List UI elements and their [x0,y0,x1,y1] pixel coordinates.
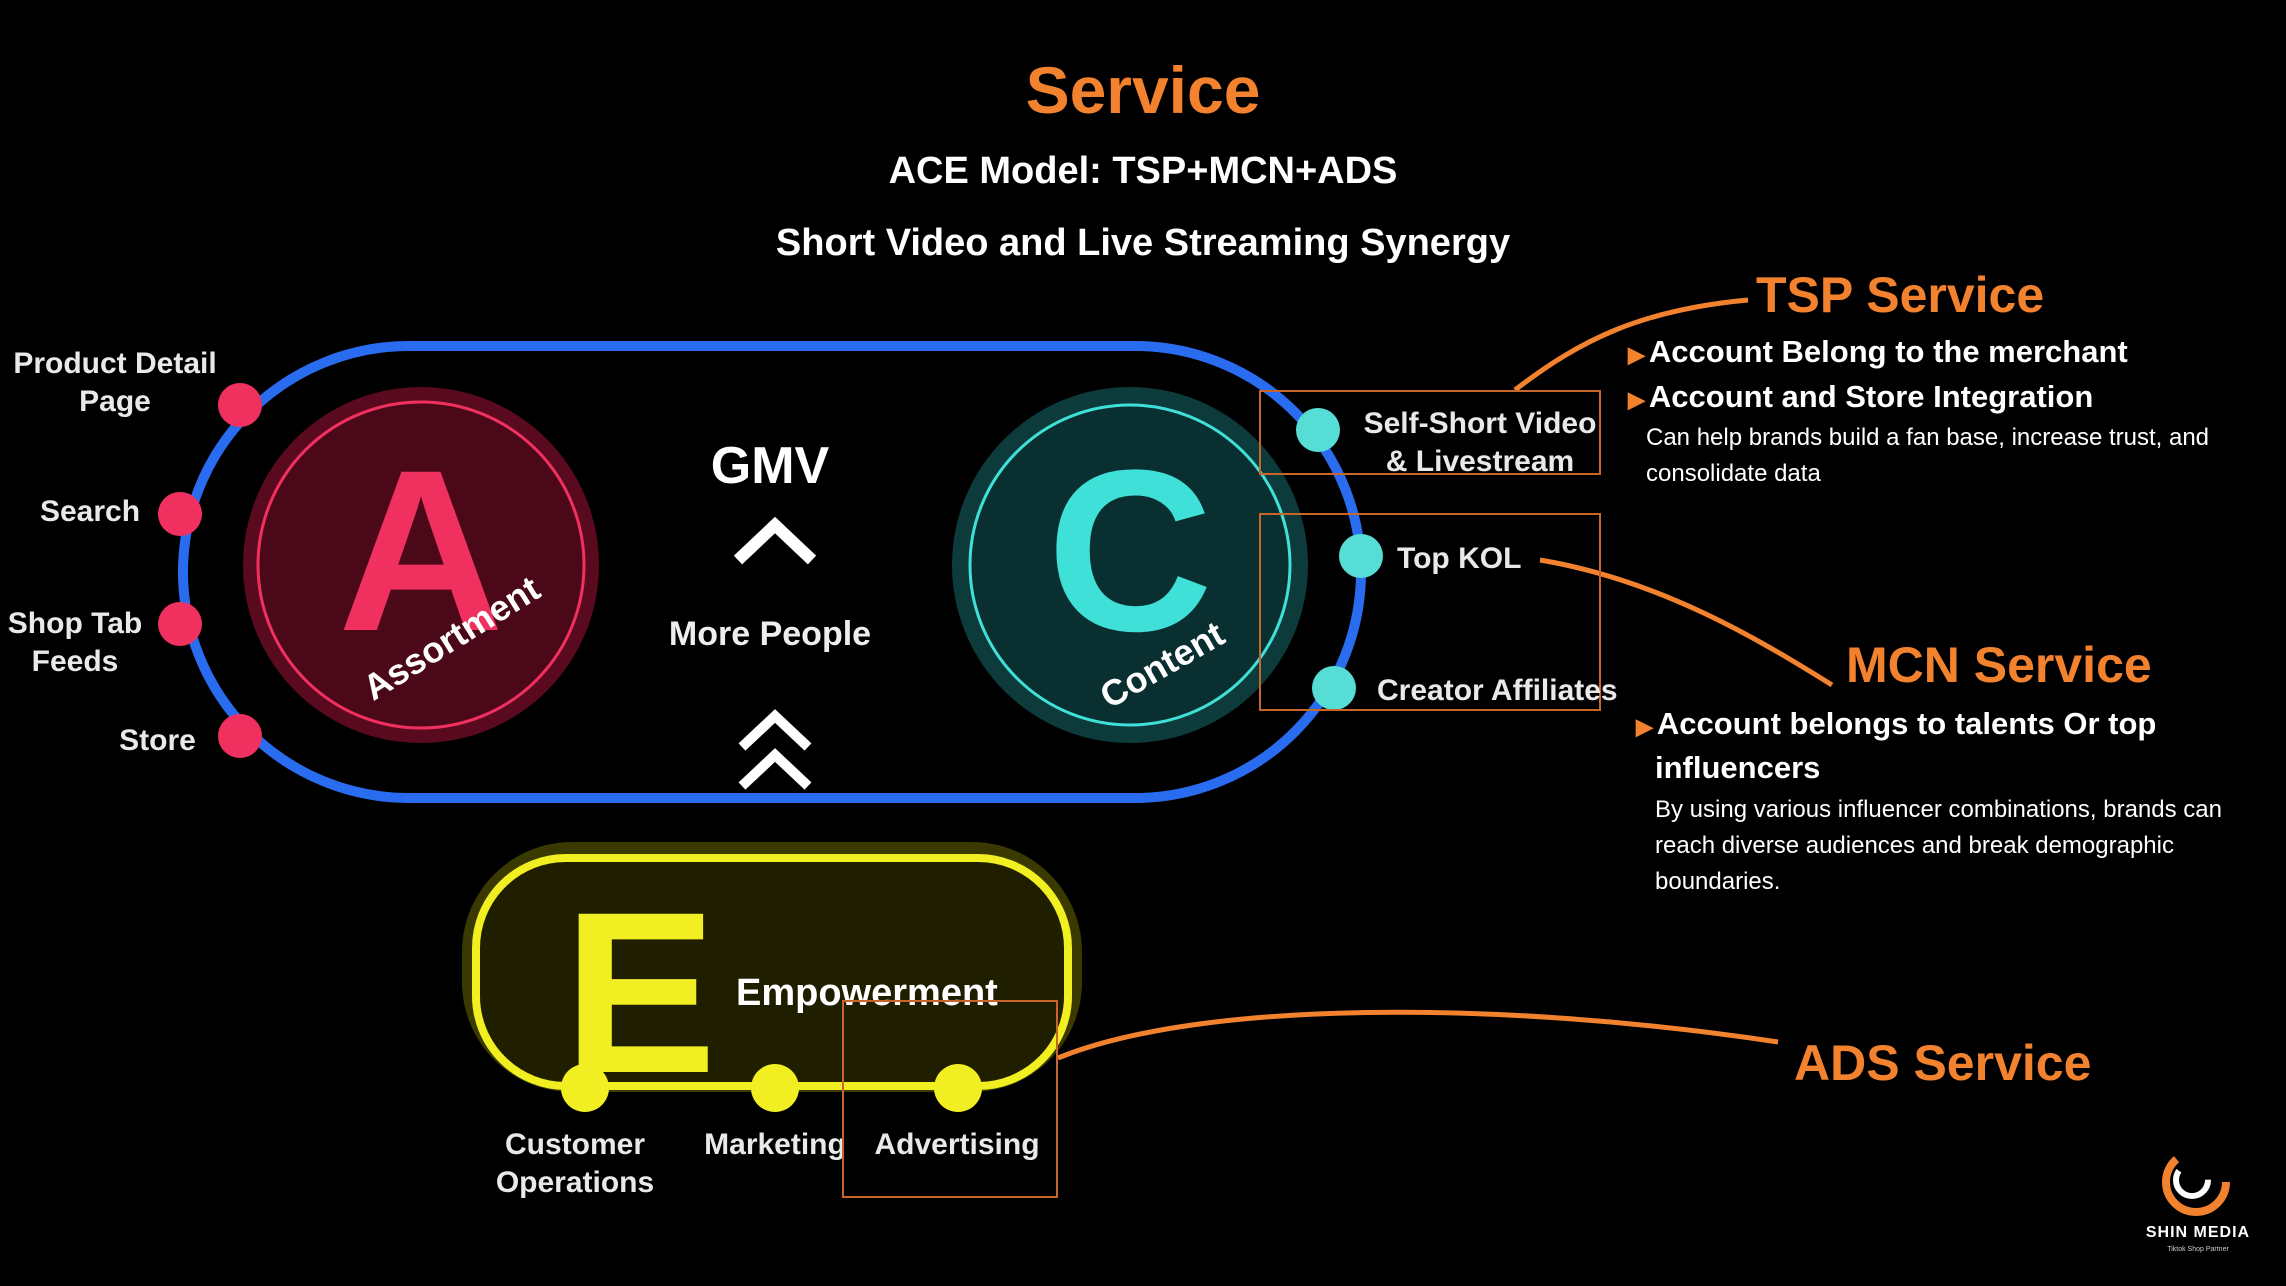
dot-advertising [934,1064,982,1112]
mcn-bullet: ▶Account belongs to talents Or top [1636,702,2156,749]
content-circle-inner [968,403,1292,727]
dot-store [218,714,262,758]
bullet-triangle-icon: ▶ [1628,387,1645,412]
ads-connector-line [1057,1009,1779,1061]
highlight-self-short-video [1259,390,1601,475]
page-title: Service [1025,53,1261,127]
channel-label-self-short-video: Self-Short Video & Livestream [1363,407,1597,478]
shin-media-logo-icon [2162,1148,2230,1216]
dot-creator-affiliates [1312,666,1356,710]
dot-top-kol [1339,534,1383,578]
channel-label-customer-operations: Customer Operations [495,1128,655,1199]
highlight-kol-affiliates [1259,513,1601,711]
assortment-letter: A [337,422,505,679]
logo-wordmark: SHIN MEDIA [2145,1224,2251,1241]
dot-self-short-video [1296,408,1340,452]
tsp-desc-line-1: Can help brands build a fan base, increa… [1646,424,2210,451]
dot-customer-operations [561,1064,609,1112]
tsp-bullet-1: ▶Account Belong to the merchant [1628,330,2128,377]
gmv-label: GMV [710,437,830,495]
tsp-bullet-2: ▶Account and Store Integration [1628,375,2093,422]
channel-label-advertising: Advertising [874,1128,1040,1161]
channel-label-product-detail: Product Detail Page [13,347,217,418]
double-chevron-up-icon-bottom [738,748,812,790]
content-letter: C [1046,422,1214,679]
mcn-bullet-text-line-1: Account belongs to talents Or top [1656,706,2157,741]
dot-search [158,492,202,536]
empowerment-letter: E [563,864,717,1121]
assortment-circle-inner [256,400,586,730]
double-chevron-up-icon-top [738,709,812,751]
mcn-desc-line-2: reach diverse audiences and break demogr… [1655,832,2174,859]
logo-tagline: Tiktok Shop Partner [2167,1246,2229,1253]
tsp-connector-line [1513,297,1749,392]
tsp-bullet-2-text: Account and Store Integration [1648,379,2094,414]
empowerment-word: Empowerment [736,972,998,1014]
channel-label-top-kol: Top KOL [1397,542,1522,575]
dot-shop-tab [158,602,202,646]
page-subtitle-model: ACE Model: TSP+MCN+ADS [888,150,1398,192]
mcn-bullet-text-line-2: influencers [1655,750,1821,785]
channel-label-creator-affiliates: Creator Affiliates [1377,674,1618,707]
page-subtitle-synergy: Short Video and Live Streaming Synergy [775,222,1511,264]
mcn-service-title: MCN Service [1846,637,2152,693]
tsp-bullet-1-text: Account Belong to the merchant [1648,334,2128,369]
mcn-connector-line [1539,557,1834,688]
dot-product-detail [218,383,262,427]
mcn-desc-line-1: By using various influencer combinations… [1655,796,2222,823]
more-people-label: More People [668,615,872,653]
chevron-up-icon [733,516,817,565]
highlight-advertising [842,1000,1058,1198]
channel-label-marketing: Marketing [704,1128,846,1161]
mcn-desc-line-3: boundaries. [1655,868,1781,895]
tsp-desc-line-2: consolidate data [1646,460,1821,487]
channel-label-store: Store [119,724,196,757]
channel-label-search: Search [39,495,141,528]
bullet-triangle-icon: ▶ [1636,714,1653,739]
ads-service-title: ADS Service [1794,1035,2092,1091]
bullet-triangle-icon: ▶ [1628,342,1645,367]
tsp-service-title: TSP Service [1756,267,2045,323]
dot-marketing [751,1064,799,1112]
channel-label-shop-tab: Shop Tab Feeds [7,607,143,678]
